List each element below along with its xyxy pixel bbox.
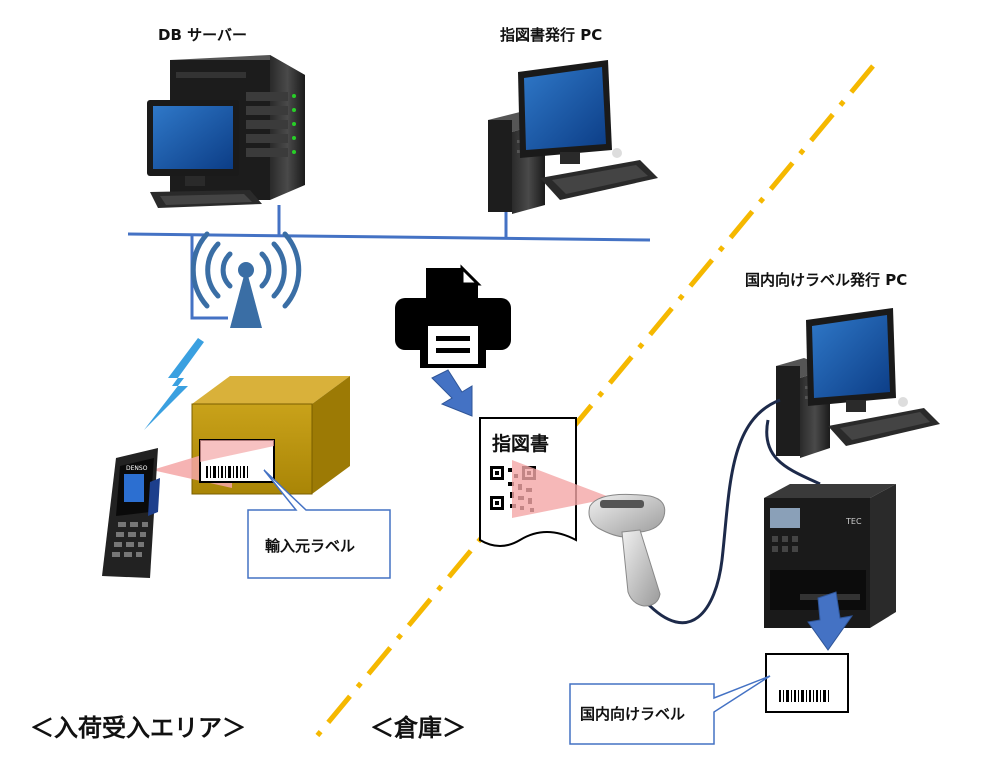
wifi-antenna-icon — [190, 231, 302, 328]
lightning-icon — [144, 338, 204, 430]
printer-output-arrow-icon — [807, 591, 854, 651]
svg-text:国内向けラベル: 国内向けラベル — [580, 705, 685, 723]
printer-icon — [395, 264, 511, 368]
area-divider-line — [310, 64, 875, 744]
barcode-icon — [779, 690, 829, 702]
handheld-terminal-icon: DENSO — [102, 448, 160, 578]
device-cables — [644, 398, 821, 625]
barcode-icon — [206, 466, 248, 478]
instruction-pc-icon — [488, 60, 658, 214]
import-label-tag — [199, 439, 275, 483]
import-label-callout: 輸入元ラベル — [247, 469, 391, 579]
scanner-scan-beam — [512, 460, 612, 518]
svg-text:指図書: 指図書 — [492, 433, 549, 455]
print-arrow-icon — [431, 369, 473, 417]
instruction-pc-label: 指図書発行 PC — [500, 26, 602, 44]
svg-text:TEC: TEC — [845, 517, 862, 526]
domestic-label-tag — [765, 653, 849, 713]
domestic-label-pc-icon — [776, 308, 940, 458]
receiving-area-label: ＜入荷受入エリア＞ — [30, 714, 246, 742]
db-server-label: DB サーバー — [158, 26, 247, 44]
svg-text:DENSO: DENSO — [126, 465, 148, 472]
db-server-icon — [147, 55, 305, 208]
svg-text:輸入元ラベル: 輸入元ラベル — [265, 537, 355, 555]
domestic-label-callout: 国内向けラベル — [569, 675, 771, 745]
barcode-scanner-icon — [588, 493, 666, 607]
warehouse-label: ＜倉庫＞ — [370, 714, 466, 742]
domestic-label-pc-label: 国内向けラベル発行 PC — [745, 271, 907, 289]
